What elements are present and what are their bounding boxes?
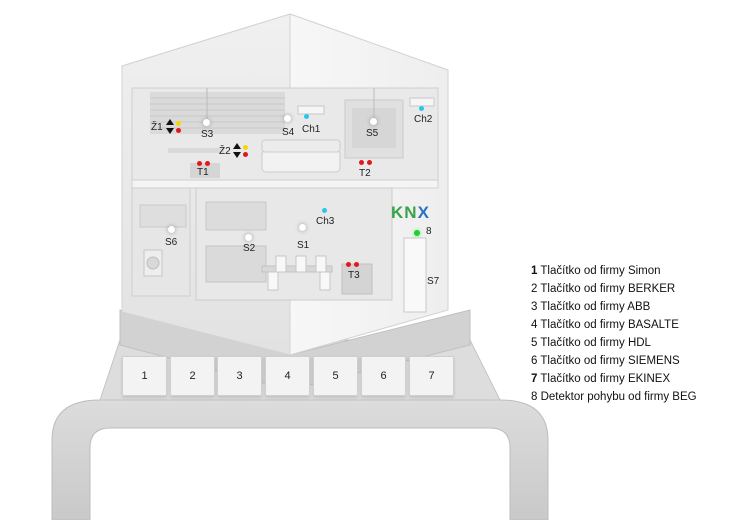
switch-number: 1 [141, 370, 148, 382]
ac-ch1-indicator [304, 114, 309, 119]
thermostat-indicator [197, 161, 202, 166]
blind-down-arrow-icon[interactable] [166, 128, 174, 134]
blind-down-arrow-icon[interactable] [233, 152, 241, 158]
legend-item: 1 Tlačítko od firmy Simon [531, 262, 697, 280]
label-ch1: Ch1 [302, 124, 321, 135]
legend-item: 3 Tlačítko od firmy ABB [531, 298, 697, 316]
light-s4-icon[interactable] [284, 115, 291, 122]
legend-item: 5 Tlačítko od firmy HDL [531, 334, 697, 352]
switch-1-button[interactable]: 1 [122, 356, 167, 396]
switch-2-button[interactable]: 2 [170, 356, 215, 396]
switch-number: 3 [236, 370, 243, 382]
label-s7: S7 [427, 276, 440, 287]
light-s6-icon[interactable] [168, 226, 175, 233]
legend-text: Tlačítko od firmy EKINEX [537, 373, 671, 385]
legend-item: 7 Tlačítko od firmy EKINEX [531, 370, 697, 388]
thermostat-indicator [205, 161, 210, 166]
legend: 1 Tlačítko od firmy Simon 2 Tlačítko od … [531, 262, 697, 406]
legend-text: Tlačítko od firmy Simon [537, 265, 661, 277]
thermostat-indicator [359, 160, 364, 165]
legend-text: Tlačítko od firmy BERKER [537, 283, 676, 295]
logo-letter-x: X [417, 203, 430, 222]
switch-4-button[interactable]: 4 [265, 356, 310, 396]
label-s2: S2 [243, 243, 256, 254]
ac-ch2-indicator [419, 106, 424, 111]
label-ch2: Ch2 [414, 114, 433, 125]
switch-number: 5 [332, 370, 339, 382]
motion-detector-icon [414, 230, 420, 236]
switch-6-button[interactable]: 6 [361, 356, 406, 396]
legend-item: 2 Tlačítko od firmy BERKER [531, 280, 697, 298]
switch-3-button[interactable]: 3 [217, 356, 262, 396]
knx-logo: KNX [391, 203, 430, 223]
switch-7-button[interactable]: 7 [409, 356, 454, 396]
legend-number: 7 [531, 373, 538, 385]
legend-item: 6 Tlačítko od firmy SIEMENS [531, 352, 697, 370]
blind-up-arrow-icon[interactable] [233, 143, 241, 149]
switch-number: 6 [380, 370, 387, 382]
legend-item: 8 Detektor pohybu od firmy BEG [531, 388, 697, 406]
red-indicator [176, 128, 181, 133]
legend-number: 2 [531, 283, 538, 295]
legend-number: 1 [531, 265, 538, 277]
light-s2-icon[interactable] [245, 234, 252, 241]
legend-text: Tlačítko od firmy HDL [537, 337, 651, 349]
ac-ch3-indicator [322, 208, 327, 213]
legend-text: Detektor pohybu od firmy BEG [537, 391, 697, 403]
light-s3-icon[interactable] [203, 119, 210, 126]
legend-text: Tlačítko od firmy BASALTE [537, 319, 679, 331]
logo-letter-k: K [391, 203, 405, 222]
label-detector: 8 [426, 226, 432, 237]
label-s4: S4 [282, 127, 295, 138]
legend-text: Tlačítko od firmy ABB [537, 301, 651, 313]
logo-letter-n: N [404, 203, 418, 222]
legend-item: 4 Tlačítko od firmy BASALTE [531, 316, 697, 334]
blind-up-arrow-icon[interactable] [166, 119, 174, 125]
label-z2: Ž2 [219, 146, 231, 157]
light-s5-icon[interactable] [370, 118, 377, 125]
thermostat-indicator [367, 160, 372, 165]
label-t1: T1 [197, 167, 209, 178]
switch-number: 2 [189, 370, 196, 382]
label-s5: S5 [366, 128, 379, 139]
label-s6: S6 [165, 237, 178, 248]
label-s1: S1 [297, 240, 310, 251]
switch-number: 7 [428, 370, 435, 382]
label-s3: S3 [201, 129, 214, 140]
label-t3: T3 [348, 270, 360, 281]
switch-number: 4 [284, 370, 291, 382]
thermostat-indicator [346, 262, 351, 267]
thermostat-indicator [354, 262, 359, 267]
legend-number: 8 [531, 391, 538, 403]
label-z1: Ž1 [151, 122, 163, 133]
legend-number: 3 [531, 301, 538, 313]
light-s1-icon[interactable] [299, 224, 306, 231]
legend-number: 4 [531, 319, 538, 331]
legend-text: Tlačítko od firmy SIEMENS [537, 355, 680, 367]
label-t2: T2 [359, 168, 371, 179]
yellow-indicator [243, 145, 248, 150]
label-ch3: Ch3 [316, 216, 335, 227]
red-indicator [243, 152, 248, 157]
legend-number: 5 [531, 337, 538, 349]
switch-5-button[interactable]: 5 [313, 356, 358, 396]
yellow-indicator [176, 121, 181, 126]
legend-number: 6 [531, 355, 538, 367]
